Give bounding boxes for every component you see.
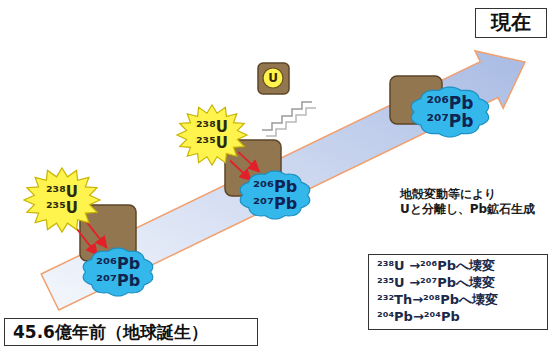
isotope-label: ²⁰⁶Pb — [427, 94, 474, 112]
lead-cloud: ²⁰⁶Pb²⁰⁷Pb — [238, 170, 312, 220]
uranium-burst: ²³⁸U²³⁵U — [176, 104, 248, 166]
lead-cloud-shape — [240, 171, 309, 219]
uranium-burst-shape — [24, 168, 100, 232]
isotope-label: U — [268, 72, 278, 85]
separation-stairs — [262, 102, 312, 130]
legend-box: ²³⁸U →²⁰⁶Pbへ壊変²³⁵U →²⁰⁷Pbへ壊変²³²Th→²⁰⁸Pbへ… — [368, 254, 548, 330]
time-box: 現在 — [475, 8, 547, 38]
uranium-circle — [263, 68, 283, 88]
time-arrow — [41, 51, 525, 310]
lead-cloud: ²⁰⁶Pb²⁰⁷Pb — [409, 86, 491, 138]
note-label: 地殻変動等により Uと分離し、Pb鉱石生成 — [400, 187, 546, 217]
uranium-burst-shape — [177, 105, 247, 165]
lead-cloud-shape — [83, 248, 152, 296]
lead-cloud-shape — [411, 87, 488, 137]
isotope-label: ²⁰⁶Pb — [96, 255, 140, 272]
isotope-label: ²³⁸U — [196, 119, 228, 135]
isotope-label: ²⁰⁷Pb — [427, 112, 474, 130]
ore-rock — [258, 63, 289, 94]
uranium-dot: U — [262, 67, 284, 89]
lead-cloud: ²⁰⁶Pb²⁰⁷Pb — [81, 247, 155, 297]
isotope-label: ²³⁸U — [46, 184, 78, 200]
box-text: ²³⁸U →²⁰⁶Pbへ壊変 — [377, 258, 498, 275]
box-text: ²³⁵U →²⁰⁷Pbへ壊変 — [377, 275, 498, 292]
uranium-burst: ²³⁸U²³⁵U — [23, 167, 101, 233]
isotope-label: ²³⁵U — [196, 135, 228, 151]
separation-stairs — [266, 108, 316, 136]
decay-arrow — [77, 229, 97, 255]
box-text: ²³²Th→²⁰⁸Pbへ壊変 — [377, 292, 498, 309]
decay-arrow — [230, 160, 251, 180]
box-text: ²⁰⁴Pb→²⁰⁴Pb — [377, 309, 498, 326]
time-box: 45.6億年前（地球誕生） — [4, 318, 258, 346]
isotope-label: ²³⁵U — [46, 200, 78, 216]
isotope-label: ²⁰⁷Pb — [96, 272, 140, 289]
isotope-label: ²⁰⁶Pb — [253, 178, 297, 195]
box-text: 45.6億年前（地球誕生） — [13, 323, 208, 341]
isotope-label: ²⁰⁷Pb — [253, 195, 297, 212]
box-text: 現在 — [491, 12, 531, 34]
decay-arrow — [238, 152, 259, 172]
